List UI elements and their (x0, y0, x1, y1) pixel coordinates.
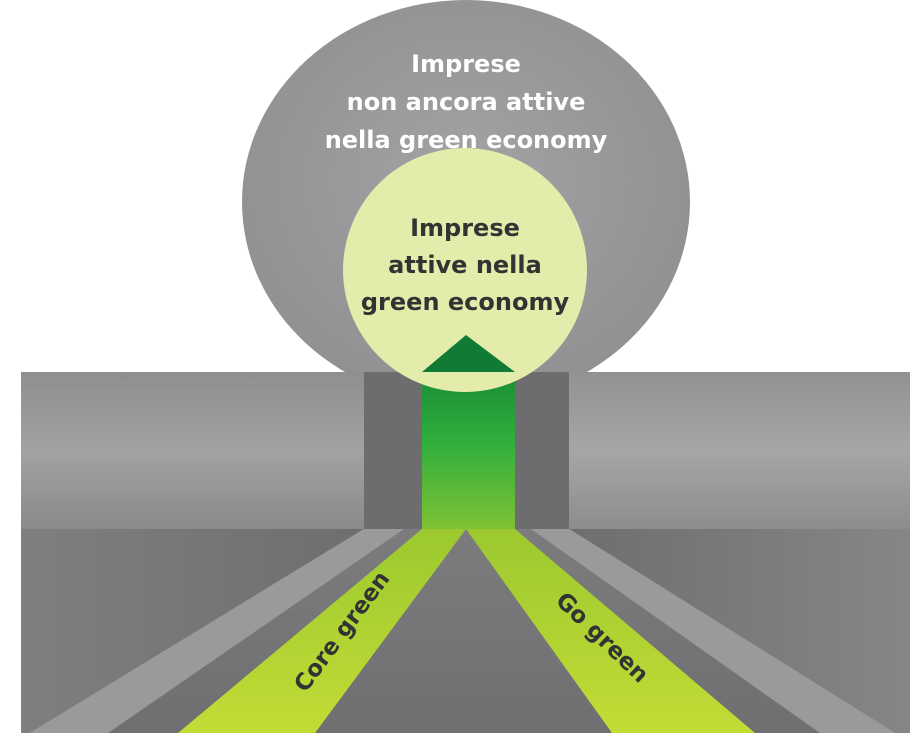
inner-label-line-2: attive nella (388, 251, 542, 279)
outer-label-line-1: Imprese (411, 50, 521, 78)
inner-label-line-3: green economy (361, 288, 570, 316)
inner-label-line-1: Imprese (410, 214, 520, 242)
floor-band-left (30, 529, 404, 733)
go-green-path (466, 529, 755, 733)
outer-label-line-3: nella green economy (325, 126, 608, 154)
inner-circle (343, 148, 587, 392)
arrow-tip (422, 335, 515, 372)
channel-face-right (515, 372, 569, 529)
right-floor (569, 529, 910, 733)
floor-band-right (531, 529, 895, 733)
right-upper-wall (569, 372, 910, 529)
core-green-path (178, 529, 466, 733)
channel-face-left (364, 372, 422, 529)
left-upper-wall (21, 372, 364, 529)
outer-label-line-2: non ancora attive (347, 88, 586, 116)
left-floor (21, 529, 364, 733)
